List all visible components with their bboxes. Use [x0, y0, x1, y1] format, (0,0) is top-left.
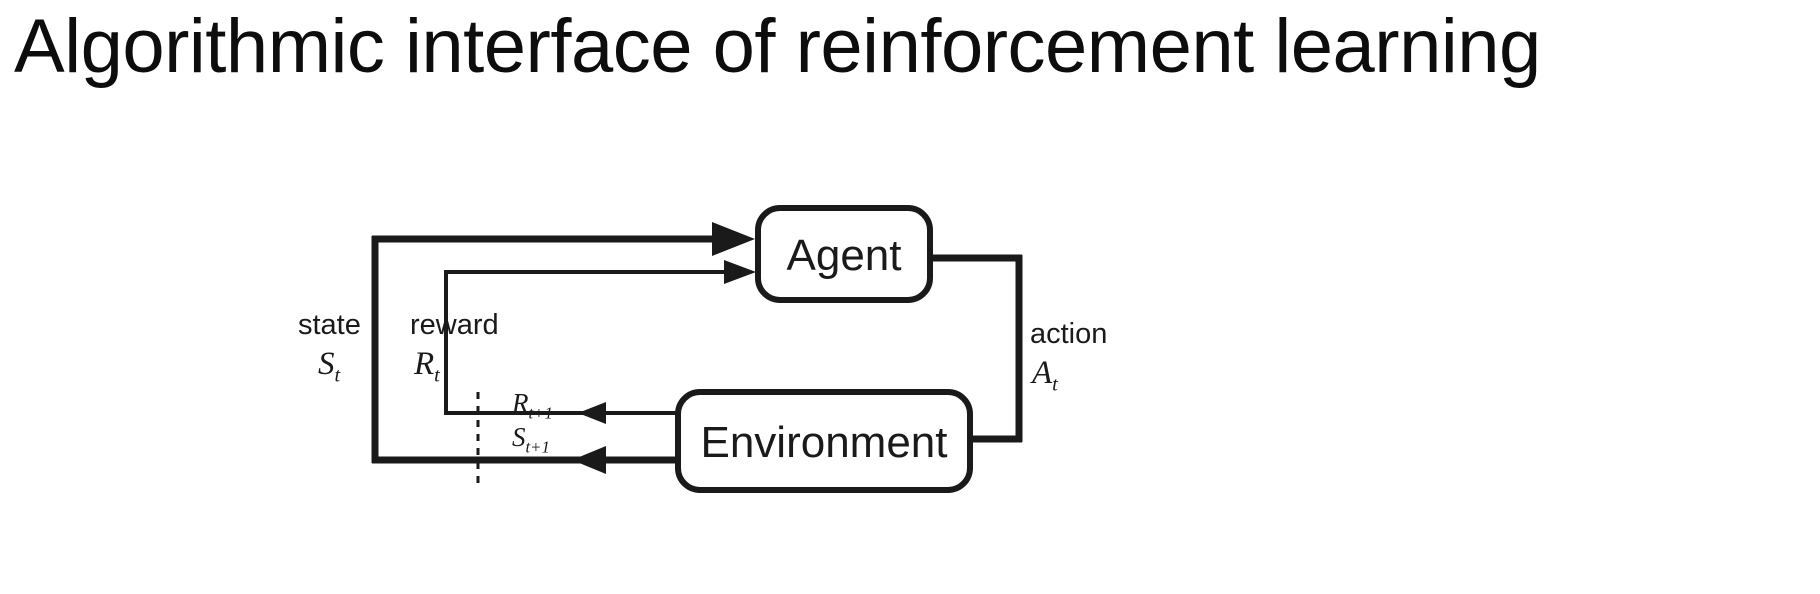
node-environment-label: Environment [700, 418, 947, 467]
edge-reward [444, 260, 756, 424]
node-agent-shape [755, 205, 933, 303]
node-agent[interactable]: Agent [755, 205, 933, 303]
node-agent-label: Agent [787, 231, 902, 280]
edge-state-arrowhead-agent [712, 222, 755, 256]
edge-state [371, 222, 755, 474]
rl-loop-diagram: Agent Environment state St reward Rt act… [0, 170, 1820, 590]
node-environment[interactable]: Environment [675, 389, 973, 493]
node-environment-shape [675, 389, 973, 493]
edge-reward-arrowhead-left [578, 402, 606, 424]
edge-state-arrowhead-left [572, 446, 606, 474]
diagram-canvas: Agent Environment [371, 205, 1023, 493]
edge-reward-arrowhead-agent [724, 260, 756, 284]
page-title: Algorithmic interface of reinforcement l… [14, 4, 1541, 89]
